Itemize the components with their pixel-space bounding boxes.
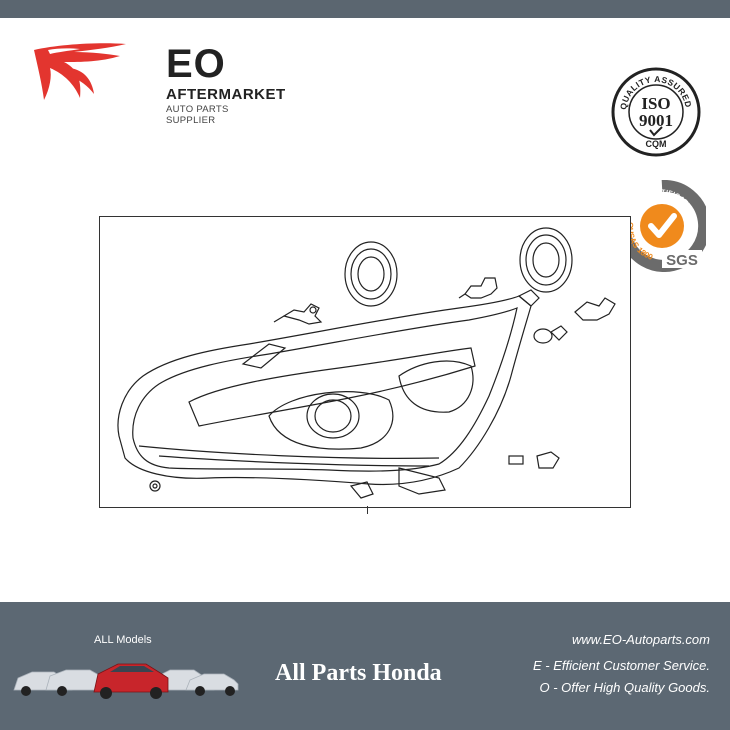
iso-mark: CQM: [646, 139, 667, 149]
slogan-o: O - Offer High Quality Goods.: [539, 680, 710, 695]
callout-line: [367, 506, 368, 514]
headlight-assembly-diagram: [117, 227, 616, 499]
iso-9001-badge-icon: QUALITY ASSURED FIRM ISO 9001 CQM: [610, 66, 701, 157]
marker-bulb-socket: [574, 297, 616, 321]
sgs-logo: SGS: [666, 252, 698, 269]
connector-clip: [508, 451, 560, 469]
sgs-certification-badge-icon: SYSTEM CERTIFICATION OHSAS 18001 SGS: [618, 180, 706, 272]
small-bulb: [533, 325, 568, 344]
iso-number: 9001: [639, 111, 673, 130]
headlight-bulb-center: [458, 277, 498, 299]
headlight-housing: [117, 289, 540, 499]
top-band: [0, 0, 730, 18]
headlight-bulb-left: [273, 303, 323, 325]
iso-title: ISO: [641, 94, 670, 113]
brand-logo[interactable]: EO AFTERMARKET AUTO PARTS SUPPLIER: [30, 38, 285, 126]
parts-diagram-frame: [99, 216, 631, 508]
eo-wing-logo-icon: [34, 43, 126, 100]
honda-cars-lineup-icon[interactable]: [10, 650, 242, 700]
bulb-seal-ring-right: [519, 227, 573, 293]
website-link[interactable]: www.EO-Autoparts.com: [572, 632, 710, 647]
footer-title: All Parts Honda: [275, 660, 442, 686]
bulb-seal-ring-left: [344, 241, 398, 307]
brand-name: EO: [166, 42, 226, 86]
brand-line2: AUTO PARTS SUPPLIER: [166, 104, 229, 126]
brand-line1: AFTERMARKET: [166, 86, 286, 103]
slogan-e: E - Efficient Customer Service.: [533, 658, 710, 673]
footer: ALL Models All Parts Honda www.EO-Autopa…: [0, 602, 730, 730]
all-models-label[interactable]: ALL Models: [94, 634, 152, 646]
